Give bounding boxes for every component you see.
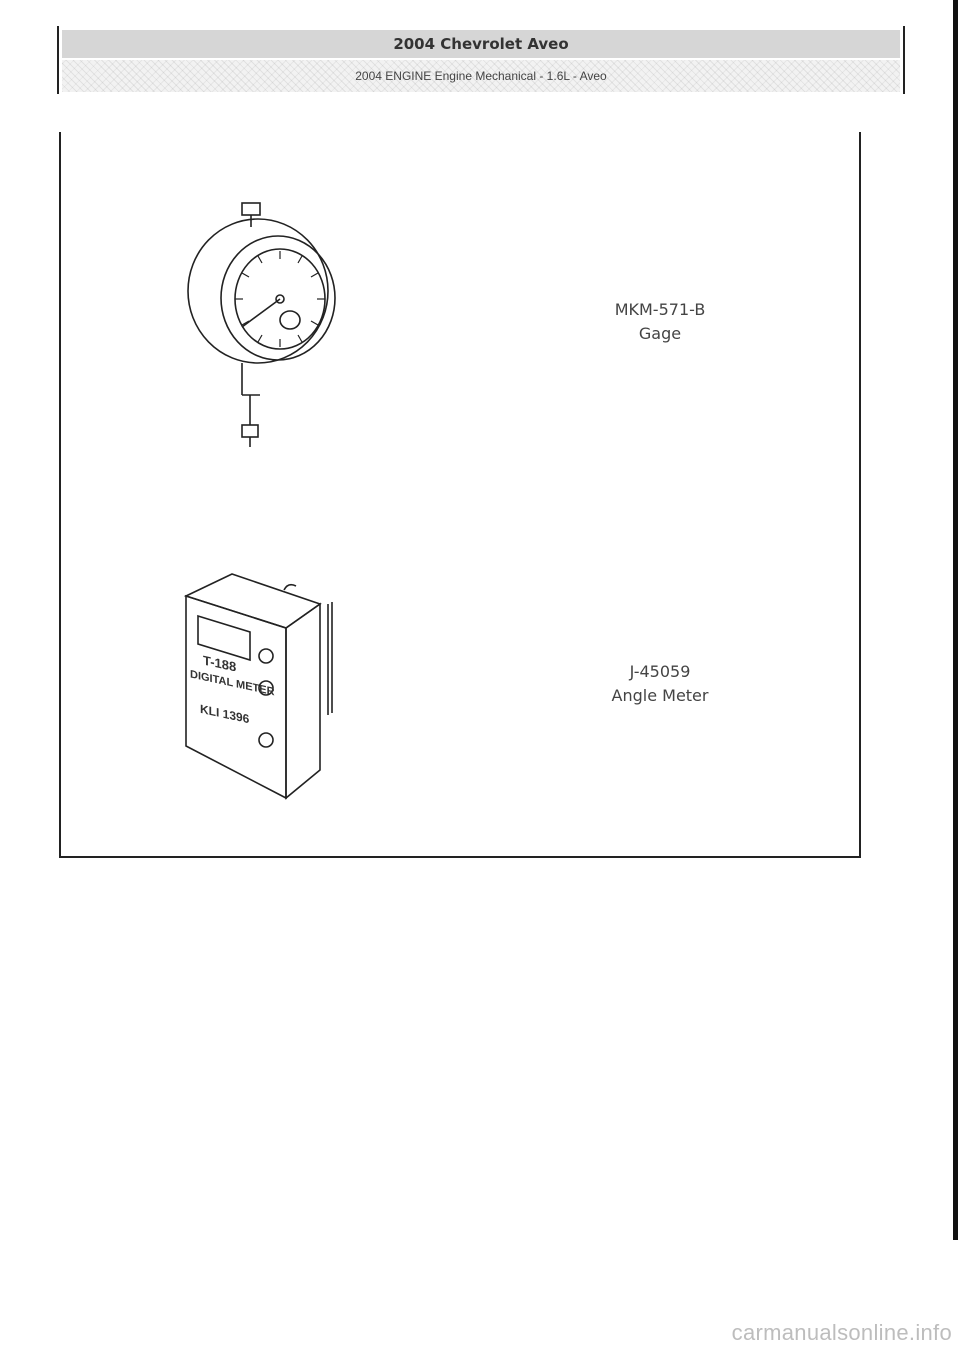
gage-label: MKM-571-B Gage [560, 298, 760, 346]
angle-meter-part-number: J-45059 [629, 662, 691, 681]
document-subtitle: 2004 ENGINE Engine Mechanical - 1.6L - A… [62, 60, 900, 92]
dial-gauge-icon [180, 195, 350, 455]
header-right-rule [903, 26, 905, 94]
gage-name: Gage [638, 324, 682, 343]
document-title: 2004 Chevrolet Aveo [62, 30, 900, 58]
figure-frame [59, 132, 861, 858]
angle-meter-label: J-45059 Angle Meter [560, 660, 760, 708]
watermark: carmanualsonline.info [731, 1320, 952, 1345]
gage-part-number: MKM-571-B [614, 300, 706, 319]
page-edge-rule [953, 0, 958, 1240]
header-left-rule [57, 26, 59, 94]
angle-meter-icon [180, 570, 350, 805]
angle-meter-name: Angle Meter [611, 686, 709, 705]
